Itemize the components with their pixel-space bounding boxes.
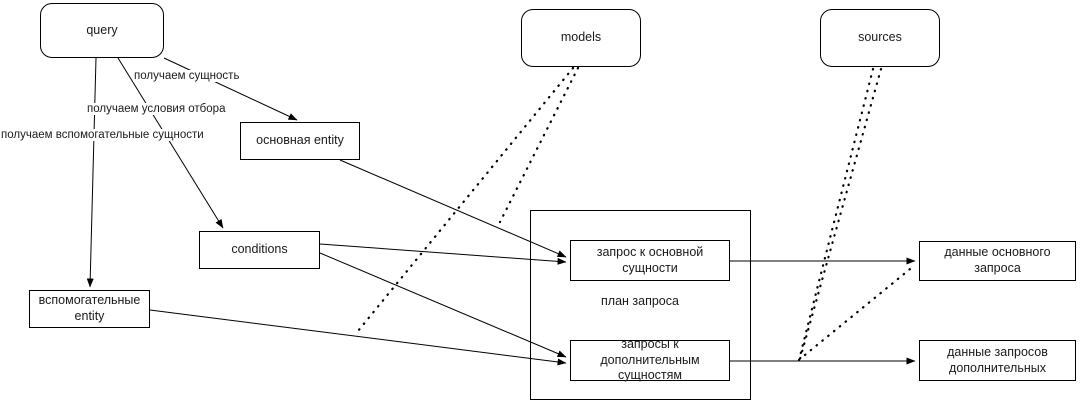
node-main-entity[interactable]: основная entity: [240, 122, 360, 160]
edge-conditions-to-extra-queries: [319, 252, 567, 358]
edge-sources-to-main-data: [798, 67, 917, 363]
group-query-plan: [530, 210, 751, 400]
node-sources-label: sources: [858, 30, 902, 45]
edge-label-get-entity: получаем сущность: [133, 70, 241, 82]
node-models-label: models: [560, 30, 602, 45]
edge-label-get-aux-entities: получаем вспомогательные сущности: [0, 129, 205, 141]
node-conditions[interactable]: conditions: [199, 231, 320, 269]
edge-query-to-conditions: [117, 57, 224, 229]
edge-query-to-aux-entity: [86, 57, 97, 288]
node-extra-queries[interactable]: запросы к дополнительным сущностям: [570, 337, 730, 383]
node-main-query[interactable]: запрос к основной сущности: [570, 240, 730, 281]
node-main-data[interactable]: данные основного запроса: [919, 241, 1076, 281]
node-main-entity-label: основная entity: [256, 133, 344, 148]
edge-main-entity-to-main-query: [339, 159, 567, 258]
edge-sources-to-junction: [797, 67, 875, 362]
edge-models-to-plan-corner: [498, 66, 580, 224]
edge-aux-entity-to-extra-queries: [149, 309, 567, 366]
node-query[interactable]: query: [40, 3, 164, 58]
node-extra-data-label: данные запросов дополнительных: [947, 344, 1048, 375]
node-conditions-label: conditions: [231, 242, 288, 257]
node-main-query-label: запрос к основной сущности: [596, 244, 704, 275]
node-extra-data[interactable]: данные запросов дополнительных: [919, 340, 1076, 381]
node-main-data-label: данные основного запроса: [944, 245, 1051, 275]
edge-label-get-conditions: получаем условия отбора: [86, 103, 227, 115]
group-query-plan-label: план запроса: [575, 294, 705, 308]
edge-query-to-main-entity: [163, 57, 298, 121]
node-models[interactable]: models: [521, 9, 641, 67]
group-query-plan-text: план запроса: [601, 294, 679, 308]
node-aux-entity[interactable]: вспомогательные entity: [29, 290, 150, 328]
node-sources[interactable]: sources: [820, 9, 940, 67]
node-query-label: query: [86, 22, 118, 37]
node-aux-entity-label: вспомогательные entity: [38, 293, 141, 323]
edge-conditions-to-main-query: [319, 243, 567, 265]
node-extra-queries-label: запросы к дополнительным сущностям: [600, 337, 700, 383]
